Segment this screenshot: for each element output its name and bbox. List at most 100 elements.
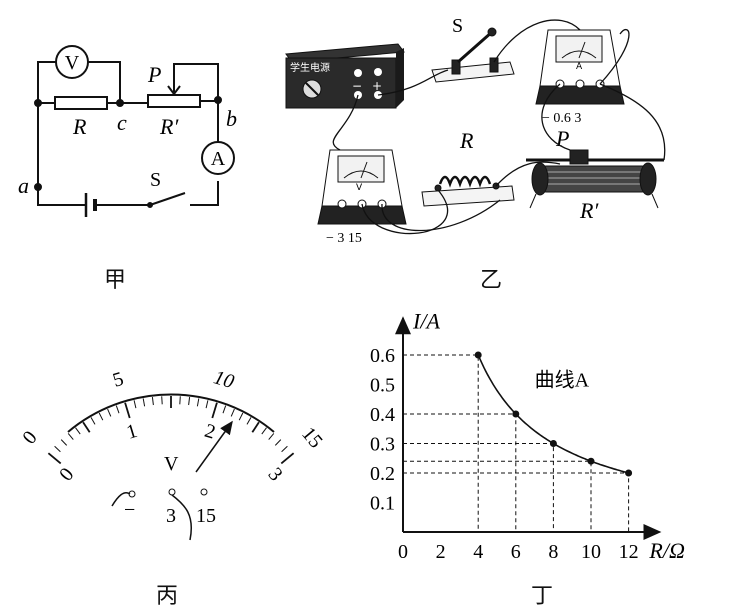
dial-tick <box>82 421 91 433</box>
dial-tick <box>60 439 68 446</box>
dial-tick <box>251 421 260 433</box>
meter-dial <box>47 393 295 541</box>
meter-unit: V <box>164 453 179 475</box>
y-axis-label: I/A <box>412 308 440 333</box>
dial-tick <box>211 402 218 419</box>
dial-tick <box>124 402 131 419</box>
y-tick-label: 0.5 <box>370 375 395 397</box>
node-b-label: b <box>226 106 237 131</box>
dial-ticks <box>47 396 295 465</box>
dial-tick <box>205 400 209 409</box>
dial-outer-label: 5 <box>110 368 126 392</box>
terminal-minus: − <box>124 499 135 521</box>
node-c-label: c <box>117 110 127 135</box>
dial-tick <box>67 433 74 440</box>
x-tick-label: 4 <box>473 541 483 563</box>
guide-line <box>403 472 630 532</box>
voltmeter-unit: V <box>356 183 363 193</box>
dial-outer-label: 15 <box>297 423 327 452</box>
x-axis-label: R/Ω <box>648 538 685 563</box>
dial-inner-label: 0 <box>55 464 78 486</box>
switch-label: S <box>150 169 161 191</box>
dial-tick <box>107 408 112 417</box>
voltmeter-letter: V <box>65 52 80 74</box>
photo-resistor-label: R <box>459 128 474 153</box>
rheostat-device <box>526 149 664 209</box>
dial-tick <box>133 400 137 409</box>
voltmeter-terminals: − 3 15 <box>326 231 362 246</box>
photo-rheostat-label: R′ <box>579 198 599 223</box>
curve-annotation: 曲线A <box>535 369 590 392</box>
dial-outer-label: 10 <box>211 366 236 393</box>
y-tick-label: 0.3 <box>370 434 395 456</box>
guide-line <box>403 460 592 532</box>
pointer-arrow <box>195 420 233 473</box>
y-tick-label: 0.6 <box>370 345 395 367</box>
caption-yi: 乙 <box>480 268 503 293</box>
dial-tick <box>280 452 295 465</box>
x-tick-label: 6 <box>511 541 521 563</box>
dial-tick <box>142 398 146 407</box>
data-point <box>549 440 557 447</box>
y-tick-label: 0.4 <box>370 404 395 426</box>
caption-ding: 丁 <box>531 584 554 609</box>
power-supply-label: 学生电源 <box>290 61 330 74</box>
apparatus-illustration: 学生电源 − + S A <box>285 15 666 246</box>
dial-inner-label: 3 <box>264 464 287 486</box>
caption-jia: 甲 <box>104 268 127 293</box>
dial-tick <box>47 452 62 465</box>
dial-tick <box>75 427 81 435</box>
x-tick-label: 12 <box>619 541 639 563</box>
dial-tick <box>179 396 181 405</box>
dial-tick <box>161 396 163 405</box>
terminal-15: 15 <box>196 505 216 527</box>
dial-tick <box>230 408 235 417</box>
x-tick-label: 8 <box>548 541 558 563</box>
rheostat-label: R′ <box>159 114 179 139</box>
resistor-symbol <box>54 96 108 110</box>
circuit-diagram <box>34 45 235 217</box>
voltmeter-device <box>317 149 407 225</box>
knife-switch <box>431 27 515 83</box>
ammeter-letter: A <box>211 148 226 170</box>
data-point <box>512 410 520 418</box>
ammeter-unit: A <box>576 62 583 72</box>
dial-tick <box>196 398 200 407</box>
dial-tick <box>90 417 96 425</box>
terminal-minus-wire <box>111 492 131 507</box>
power-plus: + <box>372 79 382 93</box>
dial-arc <box>67 393 275 433</box>
dial-tick <box>115 405 120 414</box>
dial-inner-label: 1 <box>124 420 140 444</box>
dial-tick <box>98 412 104 421</box>
dial-tick <box>151 397 154 406</box>
x-tick-label: 10 <box>581 541 601 563</box>
dial-tick <box>246 417 252 425</box>
terminal-3-wire <box>171 494 192 541</box>
dial-tick <box>238 412 244 421</box>
data-point <box>474 351 482 359</box>
dial-inner-label: 2 <box>202 420 218 444</box>
dial-tick <box>188 397 191 406</box>
dial-tick <box>268 433 275 440</box>
y-tick-label: 0.2 <box>370 463 395 485</box>
dial-tick <box>54 445 61 453</box>
power-supply: 学生电源 − + <box>285 43 405 109</box>
x-tick-label: 0 <box>398 541 408 563</box>
data-point <box>587 457 595 465</box>
wires <box>332 19 666 235</box>
dial-outer-label: 0 <box>18 427 41 449</box>
resistor-label: R <box>72 114 87 139</box>
node-a-label: a <box>18 173 29 198</box>
caption-bing: 丙 <box>156 584 179 609</box>
terminal-3: 3 <box>166 505 176 527</box>
rheostat-symbol <box>147 94 201 108</box>
data-point <box>625 469 633 477</box>
ammeter-device <box>535 29 625 105</box>
dial-tick <box>281 445 288 453</box>
dial-tick <box>222 405 227 414</box>
y-tick-label: 0.1 <box>370 493 395 515</box>
photo-switch-label: S <box>452 15 463 37</box>
